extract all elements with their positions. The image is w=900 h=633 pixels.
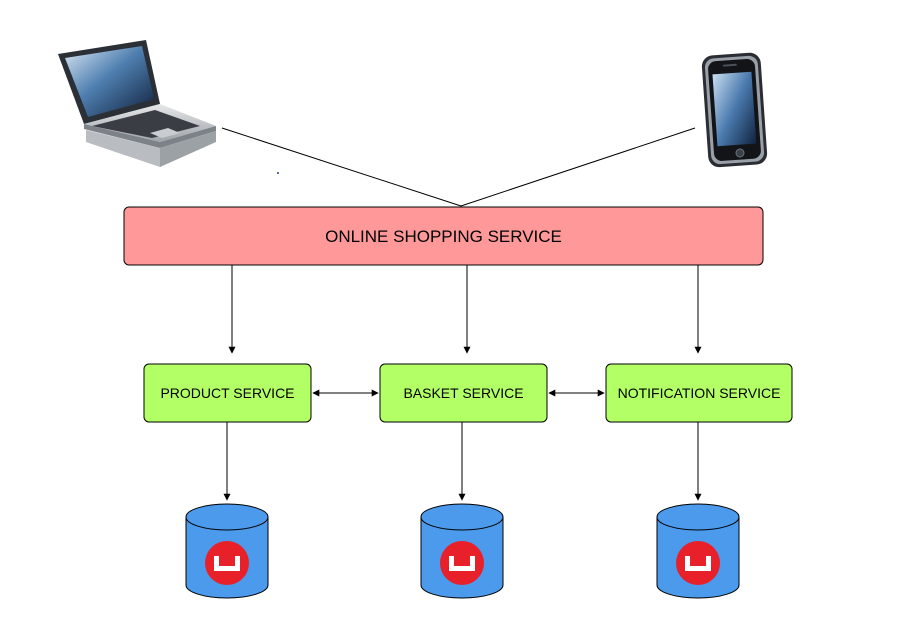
- product-service-box[interactable]: PRODUCT SERVICE: [143, 363, 312, 423]
- online-shopping-service-box[interactable]: ONLINE SHOPPING SERVICE: [123, 206, 764, 266]
- stray-dot: [277, 172, 279, 174]
- basket-service-label: BASKET SERVICE: [403, 385, 523, 401]
- laptop-icon: [58, 40, 216, 167]
- basket-database-icon: [420, 503, 504, 599]
- basket-service-box[interactable]: BASKET SERVICE: [379, 363, 548, 423]
- product-database-icon: [185, 503, 269, 599]
- notification-service-box[interactable]: NOTIFICATION SERVICE: [605, 363, 793, 423]
- notification-database-icon: [656, 503, 740, 599]
- product-service-label: PRODUCT SERVICE: [160, 385, 294, 401]
- phone-connection-line: [460, 127, 696, 207]
- couchbase-logo-icon: [676, 541, 720, 585]
- couchbase-logo-icon: [205, 541, 249, 585]
- couchbase-logo-icon: [440, 541, 484, 585]
- laptop-connection-line: [221, 127, 462, 207]
- smartphone-icon: [701, 52, 768, 168]
- online-shopping-service-label: ONLINE SHOPPING SERVICE: [325, 227, 562, 246]
- notification-service-label: NOTIFICATION SERVICE: [618, 385, 781, 401]
